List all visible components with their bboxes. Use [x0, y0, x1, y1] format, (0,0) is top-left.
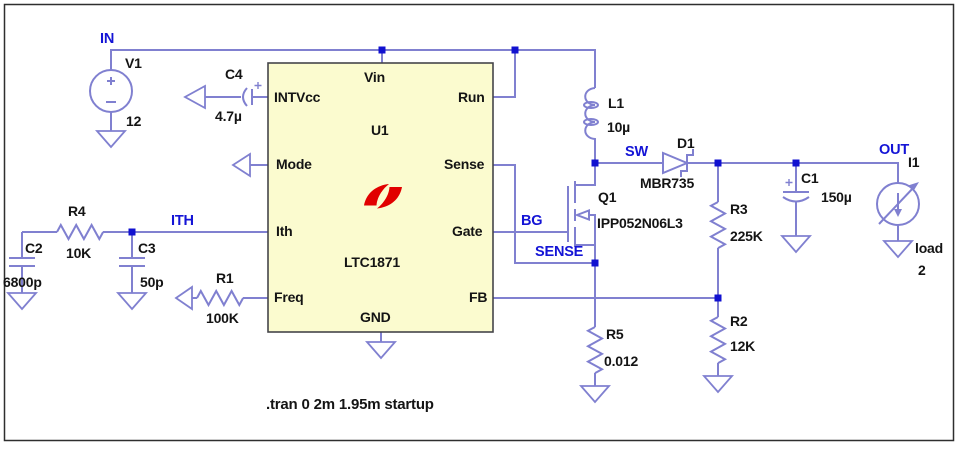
- c1-value-label[interactable]: 150µ: [821, 189, 852, 205]
- net-label-in[interactable]: IN: [100, 31, 115, 47]
- net-label-sw[interactable]: SW: [625, 144, 648, 160]
- ground-icon: [116, 292, 148, 311]
- spice-directive[interactable]: .tran 0 2m 1.95m startup: [266, 396, 434, 413]
- schematic-frame: [3, 3, 955, 442]
- r2-ref-label[interactable]: R2: [730, 313, 748, 329]
- net-label-out[interactable]: OUT: [879, 142, 910, 158]
- ground-icon: [882, 240, 914, 259]
- r3-resistor-symbol[interactable]: [708, 201, 728, 249]
- r5-value-label[interactable]: 0.012: [604, 353, 639, 369]
- ground-icon: [95, 130, 127, 149]
- i1-ref-label[interactable]: I1: [908, 154, 920, 170]
- r4-value-label[interactable]: 10K: [66, 245, 92, 261]
- v1-ref-label[interactable]: V1: [125, 55, 142, 71]
- v1-value-label[interactable]: 12: [126, 113, 142, 129]
- net-label-bg[interactable]: BG: [521, 213, 543, 229]
- i1-current-source-symbol[interactable]: [876, 182, 920, 226]
- r1-ref-label[interactable]: R1: [216, 270, 234, 286]
- r5-ref-label[interactable]: R5: [606, 326, 624, 342]
- u1-pin-freq: Freq: [274, 289, 304, 305]
- r4-ref-label[interactable]: R4: [68, 203, 86, 219]
- ground-symbols: [6, 84, 914, 404]
- r3-ref-label[interactable]: R3: [730, 201, 748, 217]
- u1-pin-ith: Ith: [276, 223, 293, 239]
- u1-pin-fb: FB: [469, 289, 488, 305]
- ground-left-icon: [231, 152, 251, 178]
- u1-pin-intvcc: INTVcc: [274, 89, 321, 105]
- c3-value-label[interactable]: 50p: [140, 274, 164, 290]
- r4-resistor-symbol[interactable]: [56, 222, 104, 242]
- net-label-sense[interactable]: SENSE: [535, 244, 584, 260]
- c2-capacitor-symbol[interactable]: [9, 257, 35, 267]
- c2-ref-label[interactable]: C2: [25, 240, 43, 256]
- d1-diode-symbol[interactable]: [662, 149, 694, 177]
- u1-part-label[interactable]: LTC1871: [344, 254, 400, 270]
- d1-value-label[interactable]: MBR735: [640, 175, 695, 191]
- r3-value-label[interactable]: 225K: [730, 228, 763, 244]
- c3-ref-label[interactable]: C3: [138, 240, 156, 256]
- ground-icon: [780, 235, 812, 254]
- ground-icon: [365, 341, 397, 360]
- u1-pin-mode: Mode: [276, 156, 312, 172]
- c4-capacitor-symbol[interactable]: [242, 82, 262, 107]
- q1-value-label[interactable]: IPP052N06L3: [597, 215, 683, 231]
- u1-ic-body[interactable]: [267, 62, 494, 333]
- l1-value-label[interactable]: 10µ: [607, 119, 631, 135]
- u1-pin-run: Run: [458, 89, 485, 105]
- q1-mosfet-symbol[interactable]: [567, 163, 596, 263]
- c3-capacitor-symbol[interactable]: [119, 257, 145, 267]
- ground-icon: [702, 375, 734, 394]
- u1-refdes-label[interactable]: U1: [371, 122, 389, 138]
- c4-ref-label[interactable]: C4: [225, 66, 243, 82]
- v1-voltage-source-symbol[interactable]: [89, 69, 133, 113]
- c4-value-label[interactable]: 4.7µ: [215, 108, 242, 124]
- u1-pin-vin: Vin: [364, 69, 385, 85]
- c1-capacitor-symbol[interactable]: [782, 179, 810, 203]
- r5-resistor-symbol[interactable]: [585, 326, 605, 374]
- i1-value-label[interactable]: load: [915, 240, 943, 256]
- r1-resistor-symbol[interactable]: [196, 288, 244, 308]
- c1-ref-label[interactable]: C1: [801, 170, 819, 186]
- q1-ref-label[interactable]: Q1: [598, 189, 617, 205]
- u1-pin-sense: Sense: [444, 156, 485, 172]
- wires: [21, 49, 899, 386]
- ground-icon: [6, 292, 38, 311]
- ground-left-icon: [183, 84, 206, 110]
- u1-pin-gnd: GND: [360, 309, 391, 325]
- u1-pin-gate: Gate: [452, 223, 483, 239]
- r2-value-label[interactable]: 12K: [730, 338, 756, 354]
- junction-nodes: [128, 46, 800, 302]
- i1-value-label2[interactable]: 2: [918, 262, 926, 278]
- c2-value-label[interactable]: 6800p: [3, 274, 42, 290]
- lt-logo-icon: [364, 184, 402, 209]
- ground-icon: [579, 385, 611, 404]
- l1-ref-label[interactable]: L1: [608, 95, 624, 111]
- l1-inductor-symbol[interactable]: [583, 87, 599, 148]
- d1-ref-label[interactable]: D1: [677, 135, 695, 151]
- r1-value-label[interactable]: 100K: [206, 310, 239, 326]
- ground-left-icon: [174, 285, 193, 311]
- net-label-ith[interactable]: ITH: [171, 213, 194, 229]
- r2-resistor-symbol[interactable]: [708, 316, 728, 364]
